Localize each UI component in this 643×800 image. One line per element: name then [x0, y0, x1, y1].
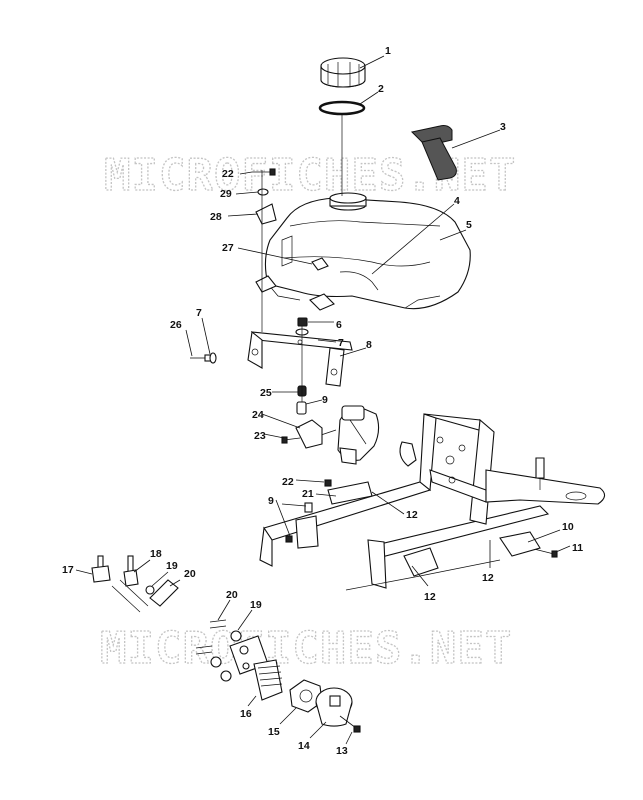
carburetor: [305, 405, 380, 465]
o-ring: [318, 100, 366, 116]
callout-22-top: 22: [222, 168, 234, 180]
callout-12-b: 12: [424, 591, 436, 603]
callout-12-c: 12: [482, 572, 494, 584]
callout-6: 6: [336, 319, 342, 331]
callout-8: 8: [366, 339, 372, 351]
callout-26: 26: [170, 319, 182, 331]
callout-22-lower: 22: [282, 476, 294, 488]
callout-20-lower: 20: [226, 589, 238, 601]
callout-24: 24: [252, 409, 264, 421]
callout-13: 13: [336, 745, 348, 757]
callout-11: 11: [572, 542, 583, 554]
callout-3: 3: [500, 121, 506, 133]
callout-12-a: 12: [406, 509, 418, 521]
filter-cup: [315, 687, 353, 727]
callout-28: 28: [210, 211, 222, 223]
callout-14: 14: [298, 740, 310, 752]
vehicle-frame: [259, 413, 606, 591]
screw: [339, 715, 357, 729]
clip-bracket: [295, 419, 323, 449]
callout-27: 27: [222, 242, 234, 254]
callout-15: 15: [268, 726, 280, 738]
watermark-bottom: MICROFICHES.NET: [100, 623, 512, 674]
callout-18: 18: [150, 548, 162, 560]
vent-hose: [410, 125, 457, 181]
callout-20-upper: 20: [184, 568, 196, 580]
fuel-tank: [255, 192, 471, 311]
callout-23: 23: [254, 430, 266, 442]
callout-5: 5: [466, 219, 472, 231]
tank-bracket: [247, 330, 353, 387]
callout-7-right: 7: [338, 337, 344, 349]
leader-lines: [75, 55, 571, 745]
callout-1: 1: [385, 45, 391, 57]
fuel-valve-parts: [91, 555, 242, 682]
callout-9-lower: 9: [268, 495, 274, 507]
filler-cap: [320, 57, 366, 88]
callout-9-top: 9: [322, 394, 328, 406]
callout-19-upper: 19: [166, 560, 178, 572]
callout-21: 21: [302, 488, 314, 500]
callout-7-left: 7: [196, 307, 202, 319]
filter-housing: [229, 635, 283, 701]
callout-29: 29: [220, 188, 232, 200]
callout-10: 10: [562, 521, 574, 533]
callout-labels: 1 2 3 4 5 6 7 7 8 9 9 10 11 12 12 12 13 …: [62, 45, 583, 757]
callout-17: 17: [62, 564, 74, 576]
callout-19-lower: 19: [250, 599, 262, 611]
fitting-9-top: [296, 401, 307, 415]
callout-25: 25: [260, 387, 272, 399]
callout-2: 2: [378, 83, 384, 95]
callout-16: 16: [240, 708, 252, 720]
fasteners: [190, 168, 558, 558]
callout-4: 4: [454, 195, 460, 207]
